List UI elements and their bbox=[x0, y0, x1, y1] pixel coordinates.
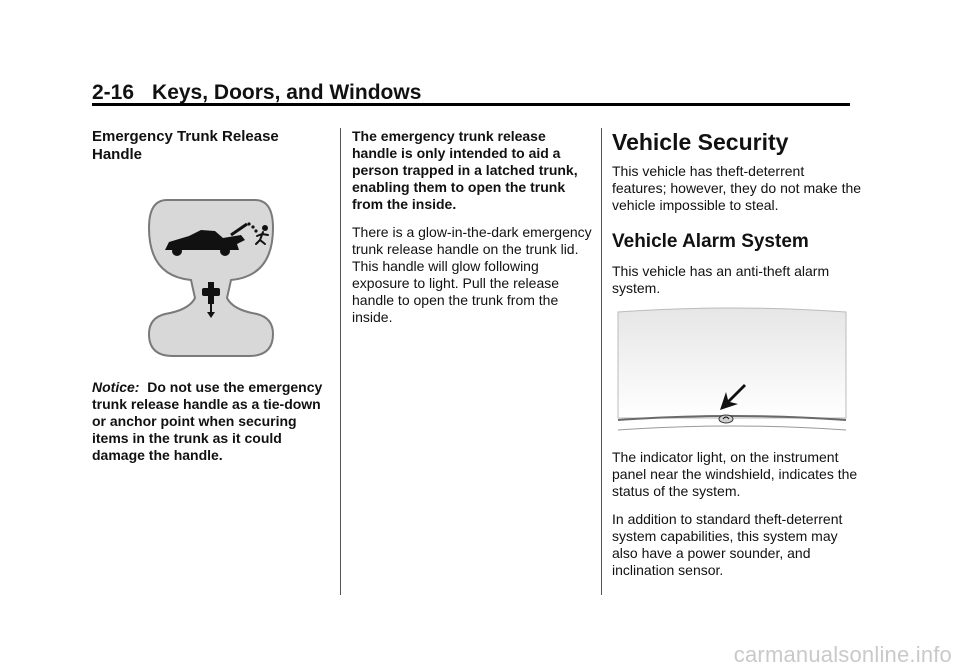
notice-text: Do not use the emergency trunk release h… bbox=[92, 379, 323, 463]
vehicle-security-title: Vehicle Security bbox=[612, 129, 789, 155]
trunk-release-handle-illustration bbox=[147, 199, 275, 357]
alarm-system-heading: Vehicle Alarm System bbox=[612, 231, 809, 252]
section-title: Keys, Doors, and Windows bbox=[152, 81, 422, 104]
column-divider-1 bbox=[340, 128, 341, 595]
trunk-release-glow-description: There is a glow-in-the-dark emergency tr… bbox=[352, 224, 592, 325]
notice-label: Notice: bbox=[92, 379, 140, 395]
page-number: 2-16 bbox=[92, 81, 135, 104]
header-rule bbox=[92, 103, 850, 106]
column-divider-2 bbox=[601, 128, 602, 595]
column-2: The emergency trunk release handle is on… bbox=[352, 128, 592, 326]
watermark: carmanualsonline.info bbox=[733, 642, 952, 667]
notice-block: Notice: Do not use the emergency trunk r… bbox=[92, 379, 330, 464]
alarm-system-intro: This vehicle has an anti-theft alarm sys… bbox=[612, 263, 830, 296]
column-1: Emergency Trunk Release Handle bbox=[92, 128, 330, 164]
page-header: 2-16 Keys, Doors, and Windows bbox=[92, 80, 852, 106]
indicator-light-description: The indicator light, on the instrument p… bbox=[612, 449, 858, 499]
vehicle-security-intro: This vehicle has theft-deterrent feature… bbox=[612, 163, 862, 213]
indicator-light-illustration bbox=[616, 306, 848, 436]
trunk-release-heading: Emergency Trunk Release Handle bbox=[92, 128, 279, 163]
column-3-lower: The indicator light, on the instrument p… bbox=[612, 449, 862, 579]
trunk-release-intended-use: The emergency trunk release handle is on… bbox=[352, 128, 578, 212]
additional-capabilities: In addition to standard theft-deterrent … bbox=[612, 511, 843, 578]
column-3: Vehicle Security This vehicle has theft-… bbox=[612, 128, 862, 297]
